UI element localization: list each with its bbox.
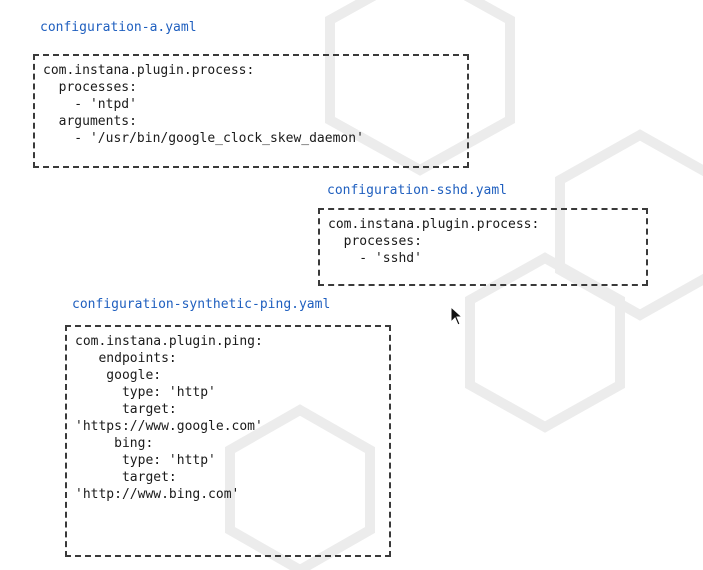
code-line: target: — [75, 470, 177, 485]
file-title-configuration-sshd: configuration-sshd.yaml — [327, 183, 508, 198]
code-block-configuration-synthetic-ping: com.instana.plugin.ping: endpoints: goog… — [65, 325, 391, 557]
code-line: type: 'http' — [75, 453, 216, 468]
mouse-cursor-icon — [450, 306, 464, 326]
code-line: 'https://www.google.com' — [75, 419, 263, 434]
code-line: bing: — [75, 436, 154, 451]
code-line: target: — [75, 402, 177, 417]
code-line: - '/usr/bin/google_clock_skew_daemon' — [43, 131, 364, 146]
code-line: arguments: — [43, 114, 137, 129]
code-block-configuration-a: com.instana.plugin.process: processes: -… — [33, 54, 469, 168]
code-line: google: — [75, 368, 162, 383]
code-line: com.instana.plugin.ping: — [75, 334, 263, 349]
code-line: processes: — [43, 80, 137, 95]
code-line: com.instana.plugin.process: — [43, 63, 255, 78]
code-line: - 'ntpd' — [43, 97, 137, 112]
code-block-configuration-sshd: com.instana.plugin.process: processes: -… — [318, 208, 648, 286]
file-title-configuration-a: configuration-a.yaml — [40, 20, 197, 35]
file-title-configuration-synthetic-ping: configuration-synthetic-ping.yaml — [72, 297, 331, 312]
code-line: processes: — [328, 234, 422, 249]
code-line: - 'sshd' — [328, 251, 422, 266]
code-line: endpoints: — [75, 351, 177, 366]
code-line: 'http://www.bing.com' — [75, 487, 240, 502]
code-line: com.instana.plugin.process: — [328, 217, 540, 232]
code-line: type: 'http' — [75, 385, 216, 400]
